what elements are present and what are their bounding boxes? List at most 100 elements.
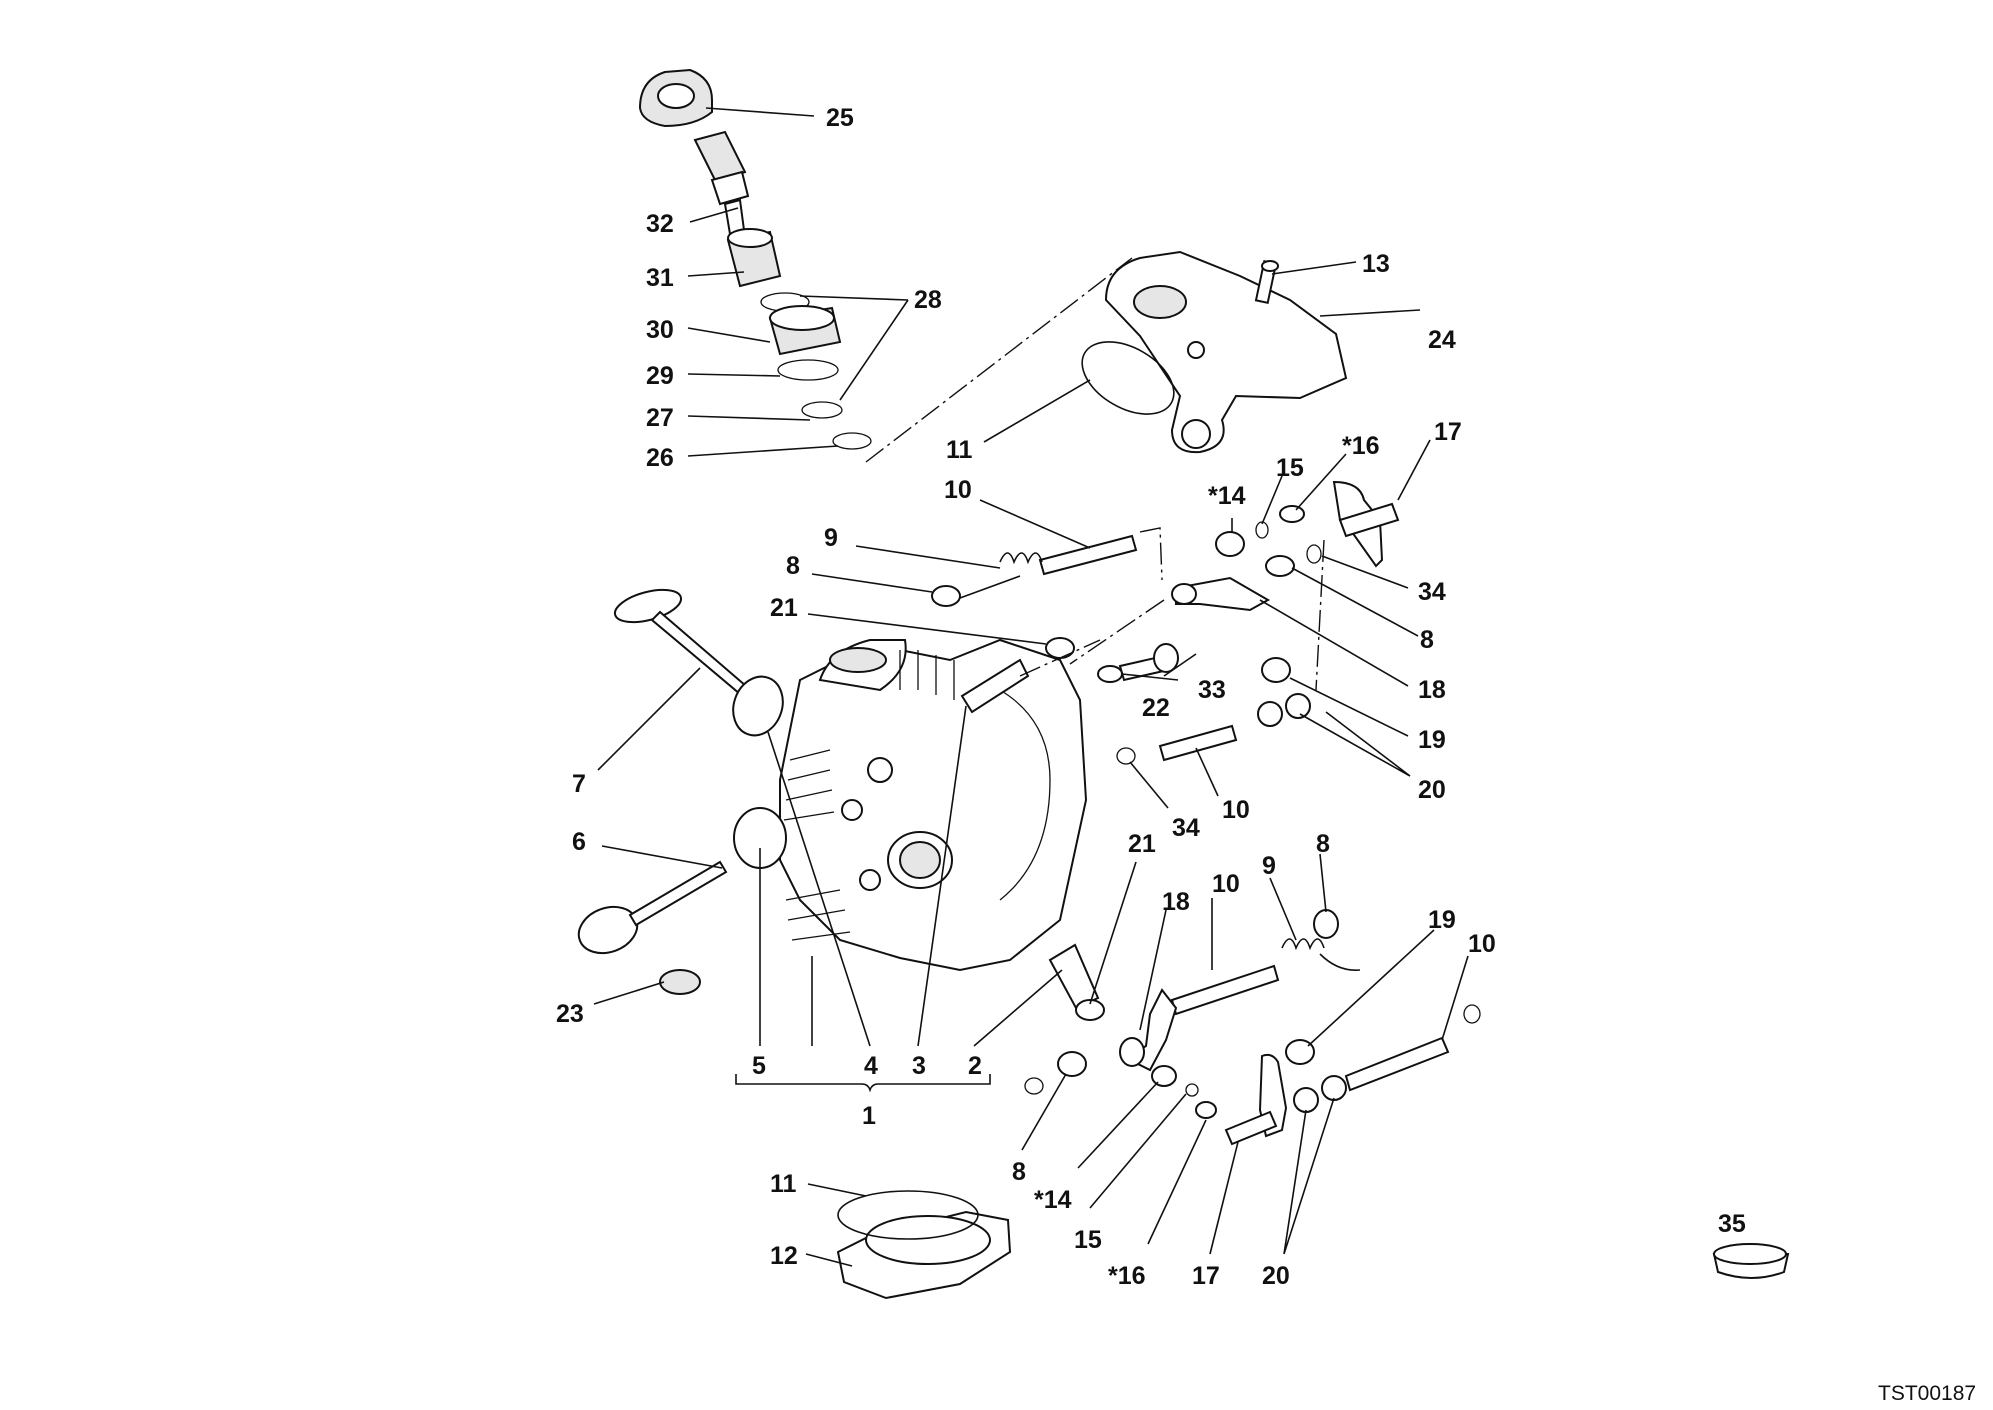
- clip-15-lower: [1185, 1083, 1199, 1097]
- spring-9-upper: [959, 552, 1043, 599]
- cup-35: [1712, 1243, 1790, 1279]
- sensor-body-part: [693, 130, 750, 236]
- callouts: 25 32 31 30 29 27 26 28 13 24 11 17 *16 …: [556, 104, 1746, 1290]
- rocker-18-upper: [1171, 576, 1271, 612]
- callout-3: 3: [912, 1052, 926, 1080]
- washer-22: [1097, 665, 1123, 683]
- callout-9-upper: 9: [824, 524, 838, 552]
- bolt-13: [1254, 260, 1279, 304]
- valve-seat-4: [732, 675, 784, 737]
- callout-15-lower: 15: [1074, 1226, 1102, 1254]
- callout-5: 5: [752, 1052, 766, 1080]
- drawing-code: TST00187: [1878, 1382, 1976, 1405]
- shim-20-lower-b: [1321, 1075, 1347, 1101]
- callout-16-lower: *16: [1108, 1262, 1146, 1290]
- callout-33: 33: [1198, 676, 1226, 704]
- bolt-33: [1118, 643, 1179, 682]
- callout-29: 29: [646, 362, 674, 390]
- callout-22: 22: [1142, 694, 1170, 722]
- intake-flange-12: [836, 1210, 1012, 1300]
- shaft-10-upper: [1038, 534, 1138, 576]
- circlip-26: [832, 432, 872, 450]
- o-ring-11-lower: [837, 1190, 979, 1240]
- callout-9-lower: 9: [1262, 852, 1276, 880]
- callout-8-upper: 8: [786, 552, 800, 580]
- callout-23: 23: [556, 1000, 584, 1028]
- callout-27: 27: [646, 404, 674, 432]
- shaft-10-middle: [1158, 724, 1238, 762]
- valve-6: [577, 860, 728, 955]
- rocker-17-upper: [1332, 480, 1400, 568]
- seal-21-upper: [1045, 637, 1075, 659]
- callout-21-upper: 21: [770, 594, 798, 622]
- sensor-cap-part: [638, 68, 713, 128]
- o-ring-27: [801, 401, 843, 419]
- collet-14-lower: [1151, 1065, 1177, 1087]
- callout-12: 12: [770, 1242, 798, 1270]
- valve-7: [613, 588, 748, 696]
- collet-14-upper: [1215, 531, 1245, 557]
- rocker-17-lower: [1224, 1053, 1288, 1146]
- callout-20-upper: 20: [1418, 776, 1446, 804]
- callout-16-upper: *16: [1342, 432, 1380, 460]
- callout-25: 25: [826, 104, 854, 132]
- sensor-socket-part: [726, 228, 782, 288]
- callout-8-lower-left: 8: [1012, 1158, 1026, 1186]
- callout-18-lower: 18: [1162, 888, 1190, 916]
- callout-17-lower: 17: [1192, 1262, 1220, 1290]
- valve-guide-2: [1048, 943, 1100, 1010]
- axis-line-sensor: [865, 257, 1133, 463]
- callout-11-upper: 11: [946, 436, 973, 464]
- callout-31: 31: [646, 264, 674, 292]
- callout-6: 6: [572, 828, 586, 856]
- washer-8-lower-right: [1313, 909, 1339, 939]
- callout-19-lower: 19: [1428, 906, 1456, 934]
- callout-4: 4: [864, 1052, 878, 1080]
- callout-8-lower-right: 8: [1316, 830, 1330, 858]
- washer-29: [777, 359, 839, 381]
- callout-34-upper: 34: [1418, 578, 1446, 606]
- callout-10-middle: 10: [1222, 796, 1250, 824]
- callout-24: 24: [1428, 326, 1456, 354]
- callout-21-lower: 21: [1128, 830, 1156, 858]
- callout-1: 1: [862, 1102, 876, 1130]
- rocker-18-lower: [1119, 988, 1178, 1072]
- clip-15-upper: [1255, 521, 1269, 539]
- shaft-10-lower-right: [1344, 1036, 1450, 1092]
- valve-guide-3: [960, 658, 1030, 714]
- washer-8-upper-right: [1265, 555, 1295, 577]
- o-ring-11-upper: [1081, 341, 1175, 415]
- callout-10-lower-right: 10: [1468, 930, 1496, 958]
- shim-20-upper-a: [1257, 701, 1283, 727]
- callout-7: 7: [572, 770, 586, 798]
- callout-35: 35: [1718, 1210, 1746, 1238]
- circlip-34-middle: [1116, 747, 1136, 765]
- callout-10-lower-left: 10: [1212, 870, 1240, 898]
- callout-14-upper: *14: [1208, 482, 1246, 510]
- circlip-10-lower: [1463, 1004, 1481, 1024]
- spring-9-lower: [1281, 938, 1361, 971]
- shaft-10-lower-left: [1170, 964, 1280, 1016]
- washer-8-upper: [931, 585, 961, 607]
- callout-20-lower: 20: [1262, 1262, 1290, 1290]
- callout-26: 26: [646, 444, 674, 472]
- callout-18-upper: 18: [1418, 676, 1446, 704]
- pin-16-upper: [1279, 505, 1305, 523]
- axis-line-shims: [1315, 539, 1325, 691]
- rocker-cover-part: [1104, 250, 1348, 454]
- callout-11-lower: 11: [770, 1170, 797, 1198]
- callout-32: 32: [646, 210, 674, 238]
- pin-16-lower: [1195, 1101, 1217, 1119]
- shim-20-lower-a: [1293, 1087, 1319, 1113]
- pad-19-lower: [1285, 1039, 1315, 1065]
- callout-28: 28: [914, 286, 942, 314]
- callout-8-right: 8: [1420, 626, 1434, 654]
- callout-2: 2: [968, 1052, 982, 1080]
- callout-30: 30: [646, 316, 674, 344]
- sensor-nut-part: [768, 305, 842, 356]
- circlip-34-upper: [1306, 544, 1322, 564]
- callout-15-upper: 15: [1276, 454, 1304, 482]
- cylinder-head-part: [779, 638, 1088, 972]
- pad-19-upper: [1261, 657, 1291, 683]
